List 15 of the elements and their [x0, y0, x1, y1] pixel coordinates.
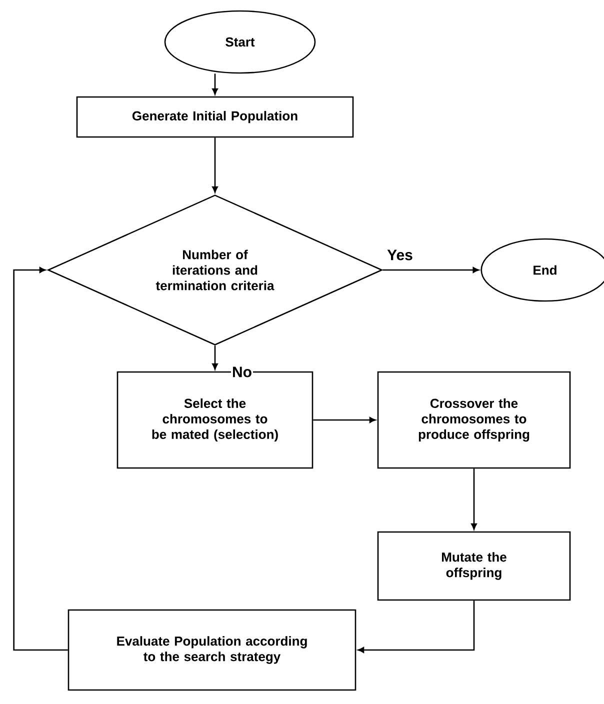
process-box: Generate Initial Population [76, 96, 354, 138]
arrow [358, 600, 475, 653]
edge-label: Yes [386, 248, 414, 262]
start-oval: Start [164, 10, 316, 74]
process-box: Mutate the offspring [377, 531, 571, 601]
process-box: Crossover the chromosomes to produce offspring [377, 371, 571, 469]
arrow [212, 346, 218, 370]
arrow [212, 138, 218, 193]
arrow [313, 417, 376, 423]
arrow [13, 267, 68, 651]
arrow [212, 74, 218, 95]
process-box: Evaluate Population according to the search strategy [68, 609, 356, 691]
edge-label: No [231, 366, 253, 378]
arrow [382, 267, 480, 273]
arrow [471, 468, 477, 530]
